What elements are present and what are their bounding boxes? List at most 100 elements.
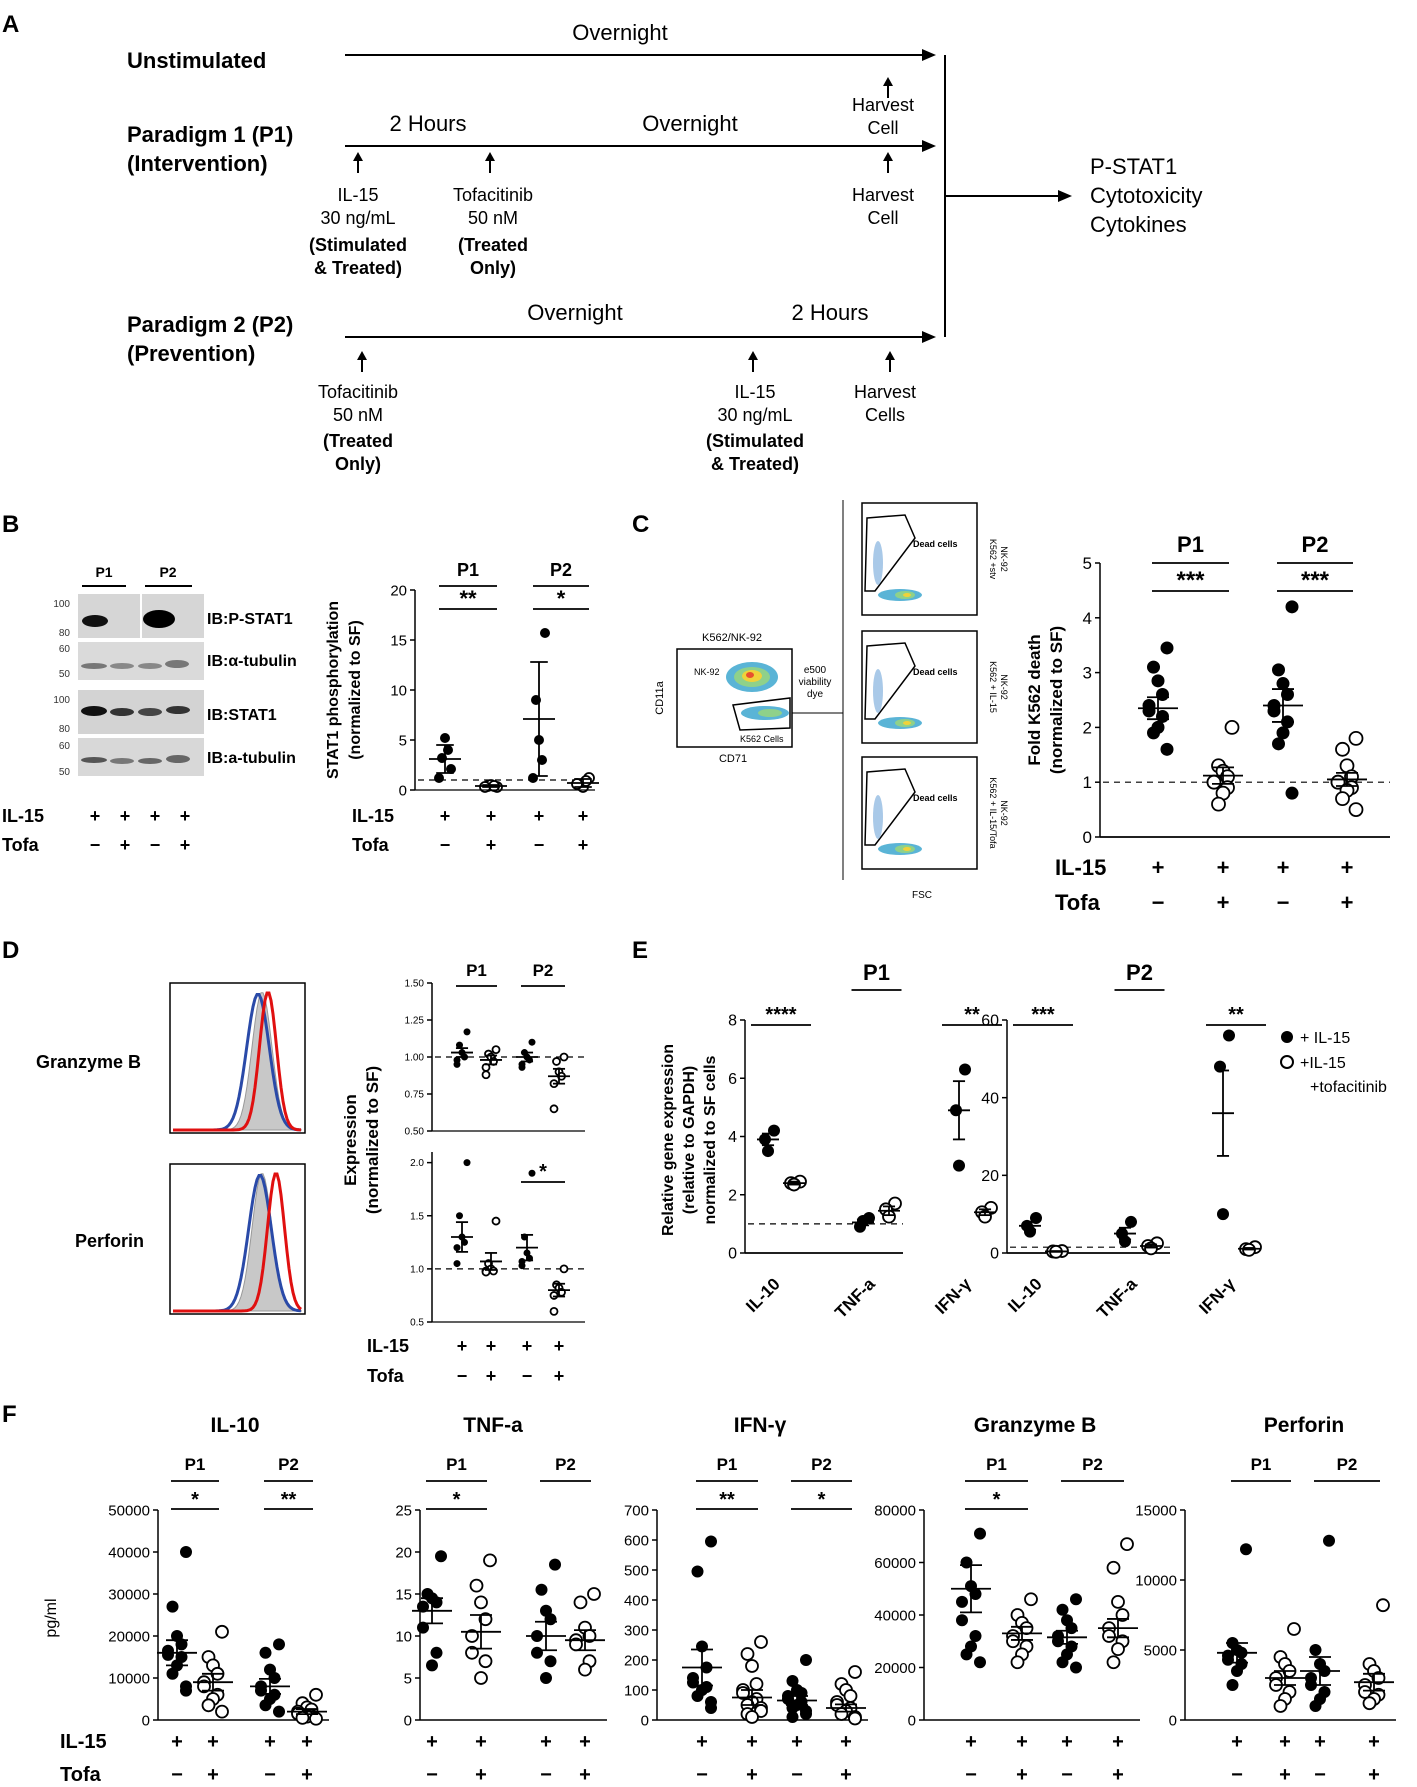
tofa-row-label: Tofa — [1055, 890, 1101, 915]
data-point-filled — [1056, 1656, 1069, 1669]
mw-marker: 100 — [53, 695, 70, 706]
data-point-open — [469, 1578, 484, 1593]
sign: + — [1112, 1764, 1124, 1786]
y-tick-label: 25 — [395, 1502, 412, 1519]
data-point-open — [474, 1671, 488, 1685]
y-tick-label: 2 — [1083, 718, 1092, 737]
data-point-filled — [691, 1690, 704, 1702]
mw-marker: 50 — [59, 669, 71, 680]
y-axis-label: normalized to SF cells — [702, 1055, 719, 1224]
y-tick-label: 20 — [390, 582, 407, 599]
data-point-filled — [1281, 688, 1294, 702]
data-point-filled — [540, 628, 550, 638]
mw-marker: 80 — [59, 628, 71, 639]
data-point-open — [491, 1216, 501, 1226]
sign: + — [1368, 1764, 1380, 1786]
sign: + — [746, 1731, 758, 1753]
group-label: P2 — [550, 560, 572, 580]
data-point-filled — [969, 1630, 982, 1642]
chart-F_IFNg: 0100200300400500600700IFN-γP1**P2*+−+++−… — [624, 1414, 868, 1786]
sign: + — [1314, 1731, 1326, 1753]
panel-letter-a: A — [2, 11, 19, 38]
y-tick-label: 0 — [908, 1712, 916, 1729]
data-point-open — [573, 1595, 588, 1610]
granzyme-row-label: Granzyme B — [36, 1052, 141, 1072]
row-p2-subtitle: (Prevention) — [127, 341, 255, 366]
data-point-open — [843, 1689, 858, 1703]
il15-row-label: IL-15 — [367, 1336, 409, 1356]
data-point-filled — [453, 1060, 461, 1068]
sign: − — [426, 1764, 438, 1786]
sign: + — [486, 1366, 497, 1386]
y-axis-label: STAT1 phosphorylation — [325, 601, 342, 779]
data-point-filled — [786, 1711, 799, 1723]
blot-label: IB:P-STAT1 — [207, 611, 293, 628]
y-tick-label: 3 — [1083, 664, 1092, 683]
sign: + — [440, 806, 451, 826]
chart-title: TNF-a — [463, 1414, 523, 1437]
sign: + — [554, 1336, 565, 1356]
sign: − — [1061, 1764, 1073, 1786]
panel-letter-f: F — [2, 1401, 17, 1428]
data-point-filled — [974, 1527, 986, 1540]
data-point-filled — [1119, 1235, 1131, 1248]
y-axis-label: (relative to GAPDH) — [681, 1066, 698, 1214]
data-point-open — [309, 1687, 323, 1702]
data-point-filled — [453, 1244, 461, 1252]
flow-title: K562/NK-92 — [702, 632, 762, 644]
y-axis-label: Fold K562 death — [1025, 634, 1044, 765]
sign: − — [171, 1764, 183, 1786]
significance-stars: * — [993, 1489, 1001, 1511]
sign: + — [696, 1731, 708, 1753]
group-label: (Stimulated — [706, 431, 804, 451]
panel-a: A Unstimulated Paradigm 1 (P1) (Interven… — [2, 11, 1202, 474]
data-point-filled — [518, 1063, 526, 1071]
data-point-filled — [691, 1565, 704, 1578]
data-point-filled — [1231, 1665, 1243, 1677]
sign: + — [578, 806, 589, 826]
y-tick-label: 8 — [728, 1013, 737, 1030]
data-point-open — [1102, 1629, 1116, 1643]
y-tick-label: 20 — [395, 1544, 412, 1561]
data-point-open — [1120, 1537, 1134, 1552]
data-point-open — [549, 1306, 559, 1316]
dead-cells-label: Dead cells — [913, 667, 958, 677]
sign: + — [171, 1731, 183, 1753]
il15-dose: 30 ng/mL — [717, 405, 792, 425]
panel-e: E + IL-15 +IL-15 +tofacitinib — [632, 937, 1387, 1096]
data-point-filled — [1240, 1543, 1252, 1556]
y-tick-label: 20 — [981, 1168, 999, 1185]
y-tick-label: 0 — [990, 1246, 999, 1263]
sign: − — [791, 1764, 803, 1786]
sign: + — [207, 1731, 219, 1753]
data-point-open — [740, 1647, 755, 1661]
plot-side-label: K562 +stv — [988, 539, 998, 580]
significance-stars: * — [818, 1489, 826, 1511]
y-tick-label: 10000 — [108, 1670, 150, 1687]
group-label: P1 — [466, 961, 487, 980]
y-tick-label: 20000 — [108, 1628, 150, 1645]
y-tick-label: 200 — [624, 1652, 649, 1669]
il15-row-label: IL-15 — [2, 806, 44, 826]
sign: + — [486, 806, 497, 826]
span-overnight-unstim: Overnight — [572, 20, 667, 45]
dead-cells-label: Dead cells — [913, 793, 958, 803]
x-tick-label: IL-10 — [1004, 1274, 1045, 1315]
plot-side-label: NK-92 — [999, 800, 1009, 826]
significance-stars: **** — [765, 1004, 796, 1026]
y-tick-label: 400 — [624, 1592, 649, 1609]
data-point-open — [478, 1612, 493, 1627]
sign: + — [1279, 1731, 1291, 1753]
y-tick-label: 1.00 — [405, 1053, 425, 1064]
sign: + — [1217, 855, 1230, 880]
data-point-open — [549, 1291, 559, 1300]
harvest-label: Cell — [867, 118, 898, 138]
f-ylabel: pg/ml — [43, 1598, 60, 1637]
x-tick-label: IFN-γ — [1195, 1274, 1239, 1318]
data-point-open — [578, 1662, 592, 1677]
plot-side-label: K562 + IL-15 — [988, 661, 998, 713]
data-point-filled — [417, 1600, 429, 1613]
